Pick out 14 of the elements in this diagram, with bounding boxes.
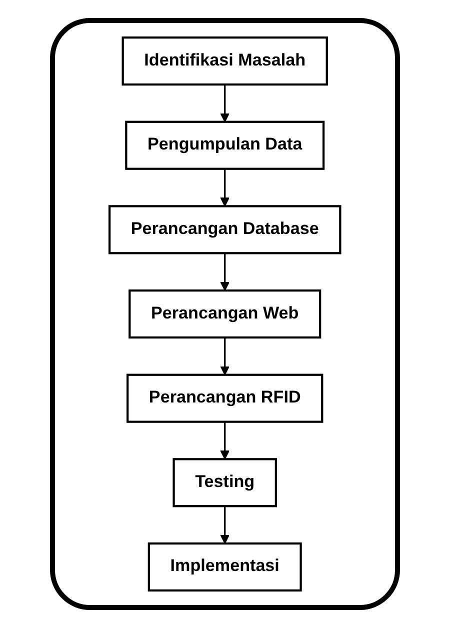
node-box: [108, 205, 342, 254]
node-box: [125, 120, 325, 170]
node-box: [128, 289, 322, 339]
frame-border: Identifikasi Masalah Pengumpulan Data Perancangan Database Perancangan Web Perancangan RFID Testing Implementasi: [50, 18, 400, 610]
node-box: [148, 542, 302, 592]
arrow: [220, 337, 230, 376]
arrow: [220, 168, 230, 207]
node-box: [172, 458, 278, 508]
node-box: [126, 374, 324, 423]
arrow: [220, 506, 230, 544]
arrow: [220, 84, 230, 122]
arrow: [220, 422, 230, 460]
arrow: [220, 253, 230, 291]
node-box: [122, 36, 328, 86]
